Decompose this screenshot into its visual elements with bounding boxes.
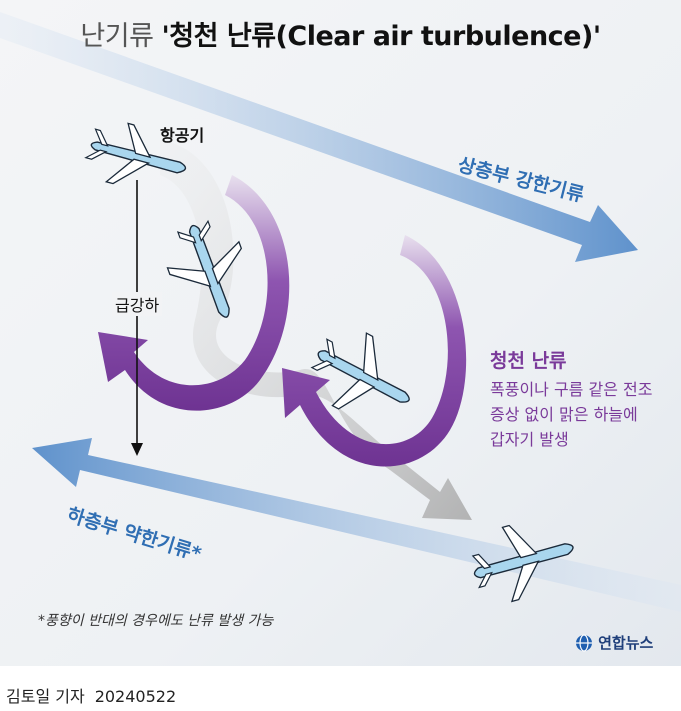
yonhap-logo: 연합뉴스	[575, 632, 653, 653]
airplane-icon	[166, 219, 243, 318]
turbulent-airflow-path	[160, 140, 472, 520]
title-prefix: 난기류	[80, 21, 162, 52]
airplane-icon	[471, 524, 574, 603]
lower-airflow-arrow	[32, 438, 681, 612]
aircraft-label: 항공기	[160, 126, 205, 145]
upper-airflow-arrow	[0, 12, 638, 262]
cat-callout-line: 폭풍이나 구름 같은 전조	[490, 380, 653, 399]
reporter-name: 김토일 기자	[6, 687, 85, 706]
logo-text: 연합뉴스	[598, 634, 654, 652]
cat-callout-line: 증상 없이 맑은 하늘에	[490, 405, 638, 424]
publish-date: 20240522	[94, 687, 177, 706]
airplane-icon	[310, 332, 410, 410]
infographic: 난기류 '청천 난류(Clear air turbulence)' 항공기 급강…	[0, 0, 681, 666]
title-highlight: '청천 난류(Clear air turbulence)'	[161, 21, 602, 52]
footnote: *풍향이 반대의 경우에도 난류 발생 가능	[38, 613, 274, 629]
diagram-canvas	[0, 0, 681, 666]
cat-callout-line: 갑자기 발생	[490, 430, 569, 449]
credit-line: 김토일 기자 20240522	[6, 683, 176, 707]
cat-callout-title: 청천 난류	[490, 350, 567, 372]
globe-icon	[576, 633, 592, 652]
page-title: 난기류 '청천 난류(Clear air turbulence)'	[0, 14, 681, 53]
rapid-descent-label: 급강하	[112, 292, 163, 316]
airplane-icon	[84, 122, 187, 185]
